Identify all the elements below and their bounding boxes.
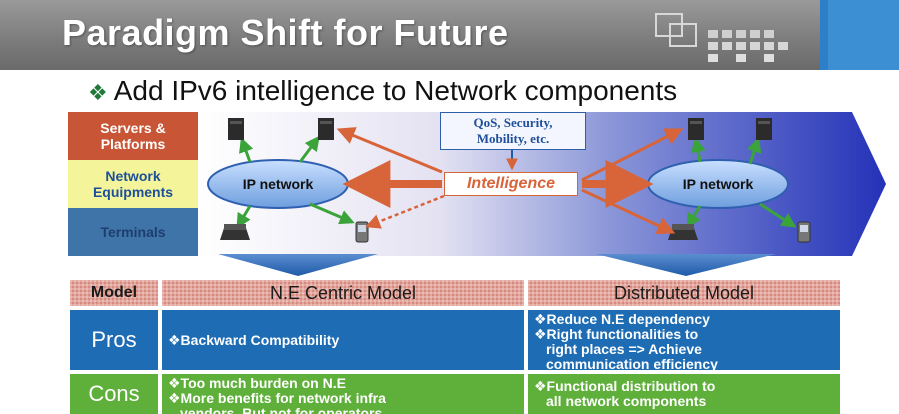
title-accent-block — [828, 0, 899, 70]
category-network-equipments: Network Equipments — [68, 160, 198, 208]
title-accent-stripe — [820, 0, 828, 70]
left-ip-network-label: IP network — [243, 176, 314, 192]
server-icon-left-1 — [228, 118, 244, 140]
cons-ne-line-3: vendors. But not for operators — [180, 405, 383, 414]
phone-icon-left — [355, 221, 369, 243]
subtitle-text: Add IPv6 intelligence to Network compone… — [113, 75, 678, 106]
pros-dist-line-2: ❖Right functionalities to — [534, 326, 699, 342]
cons-ne-line-1: ❖Too much burden on N.E — [168, 375, 346, 391]
down-arrow-left — [218, 254, 378, 276]
down-arrow-right — [596, 254, 776, 276]
phone-icon-right — [797, 221, 811, 243]
slide-title: Paradigm Shift for Future — [62, 12, 509, 53]
server-icon-left-2 — [318, 118, 334, 140]
pros-dist-line-1: ❖Reduce N.E dependency — [534, 311, 710, 327]
title-bar: Paradigm Shift for Future — [0, 0, 899, 70]
pros-ne-centric: ❖Backward Compatibility — [162, 310, 524, 370]
slide-subtitle: ❖Add IPv6 intelligence to Network compon… — [88, 75, 677, 107]
intelligence-label: Intelligence — [466, 175, 556, 192]
cons-ne-line-2: ❖More benefits for network infra — [168, 390, 386, 406]
header-ne-centric: N.E Centric Model — [162, 280, 524, 306]
cons-distributed: ❖Functional distribution to all network … — [528, 374, 840, 414]
server-icon-right-1 — [688, 118, 704, 140]
features-box: QoS, Security, Mobility, etc. — [440, 112, 586, 150]
laptop-icon-left — [220, 224, 250, 240]
features-line-2: Mobility, etc. — [476, 131, 550, 146]
decorative-grid-icon — [655, 13, 788, 62]
cons-dist-line-1: ❖Functional distribution to — [534, 378, 716, 394]
pros-dist-line-4: communication efficiency — [546, 356, 718, 371]
diamond-bullet-icon: ❖ — [88, 80, 108, 105]
right-ip-network-label: IP network — [683, 176, 754, 192]
cons-ne-centric: ❖Too much burden on N.E ❖More benefits f… — [162, 374, 524, 414]
pros-label: Pros — [70, 310, 158, 370]
pros-dist-line-3: right places => Achieve — [546, 341, 702, 357]
header-distributed: Distributed Model — [528, 280, 840, 306]
pros-distributed: ❖Reduce N.E dependency ❖Right functional… — [528, 310, 840, 370]
cons-label: Cons — [70, 374, 158, 414]
category-servers: Servers & Platforms — [68, 112, 198, 160]
server-icon-right-2 — [756, 118, 772, 140]
pros-ne-line-1: ❖Backward Compatibility — [168, 331, 340, 348]
header-model: Model — [70, 280, 158, 306]
laptop-icon-right — [668, 224, 698, 240]
cons-dist-line-2: all network components — [546, 393, 707, 409]
intelligence-box: Intelligence — [444, 172, 578, 196]
features-line-1: QoS, Security, — [473, 115, 553, 130]
category-terminals: Terminals — [68, 208, 198, 256]
